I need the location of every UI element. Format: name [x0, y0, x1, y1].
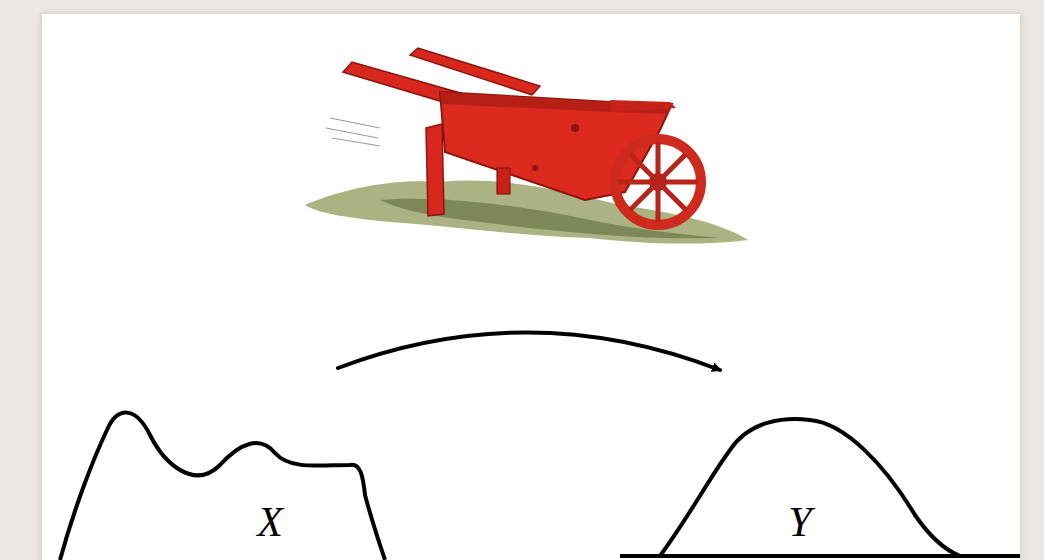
set-label: X: [257, 501, 283, 543]
shape-outline: [615, 365, 1025, 560]
bolt: [532, 165, 538, 171]
set-label: Y: [788, 501, 811, 543]
outline-path: [620, 419, 1020, 556]
front-board: [610, 100, 676, 112]
motion-lines: [326, 118, 380, 146]
smooth-mound: Y: [615, 365, 1025, 560]
bolt: [571, 124, 579, 132]
transport-arrow: [338, 332, 720, 370]
slide-card: [42, 14, 1020, 560]
handle: [410, 48, 540, 95]
wheel: [615, 139, 701, 225]
front-leg: [426, 124, 444, 216]
bumpy-pile: X: [55, 365, 390, 560]
shape-outline: [55, 365, 390, 560]
back-leg: [497, 168, 510, 194]
outline-path: [60, 413, 385, 560]
wheel-spokes: [618, 142, 698, 222]
